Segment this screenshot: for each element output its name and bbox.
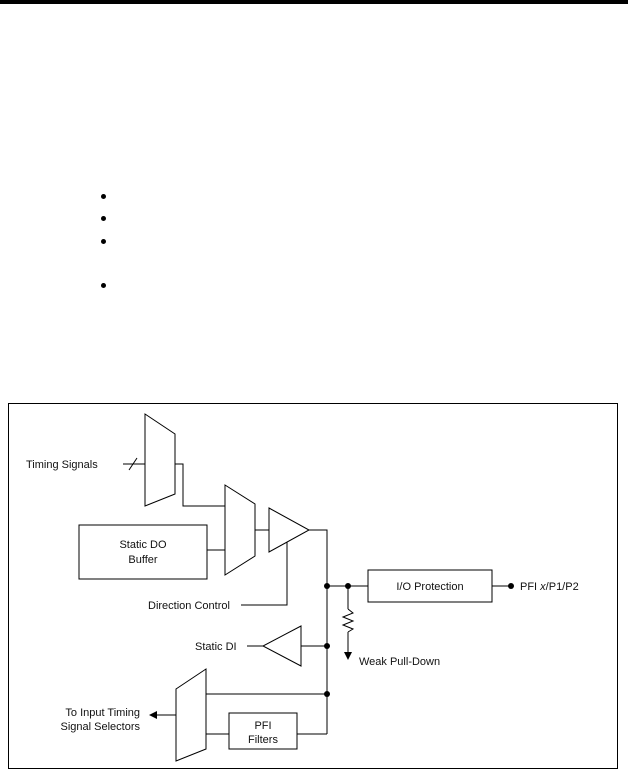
pfi-output-label: PFI x/P1/P2 (520, 581, 579, 593)
static-di-label: Static DI (195, 641, 237, 653)
to-input-label-line2: Signal Selectors (61, 721, 141, 733)
bullet-2 (101, 216, 106, 221)
static-do-label-line2: Buffer (128, 554, 157, 566)
pull-down-arrow-icon (344, 652, 352, 660)
pfi-circuit-diagram: Timing Signals Static DO Buffer Directio… (8, 403, 618, 769)
output-mux (224, 484, 256, 576)
io-protection-label: I/O Protection (396, 581, 463, 593)
output-driver (268, 507, 311, 553)
direction-control-label: Direction Control (148, 600, 230, 612)
input-buffer (261, 625, 302, 667)
bus-slash (128, 457, 138, 471)
static-do-buffer-box (78, 524, 208, 580)
diagram-canvas: Timing Signals Static DO Buffer Directio… (26, 413, 579, 762)
junction-dot (324, 643, 330, 649)
pulldown-resistor (341, 608, 355, 633)
timing-mux (144, 413, 176, 507)
bullet-4 (101, 283, 106, 288)
pfi-pin-dot (508, 583, 514, 589)
to-input-label-line1: To Input Timing (65, 707, 140, 719)
junction-dot (345, 583, 351, 589)
pfi-filters-label-line1: PFI (254, 720, 271, 732)
static-do-label-line1: Static DO (119, 539, 167, 551)
pfi-filters-box (228, 712, 298, 750)
junction-dot (324, 691, 330, 697)
bullet-3 (101, 239, 106, 244)
timing-signals-label: Timing Signals (26, 459, 98, 471)
mux1-to-mux2-wire (175, 463, 225, 507)
top-rule (0, 0, 628, 4)
input-mux (175, 668, 207, 762)
junction-dot (324, 583, 330, 589)
weak-pull-down-label: Weak Pull-Down (359, 656, 440, 668)
bullet-1 (101, 194, 106, 199)
pfi-filters-label-line2: Filters (248, 734, 278, 746)
driver-to-node-wire (309, 529, 328, 586)
direction-control-wire (241, 542, 288, 606)
